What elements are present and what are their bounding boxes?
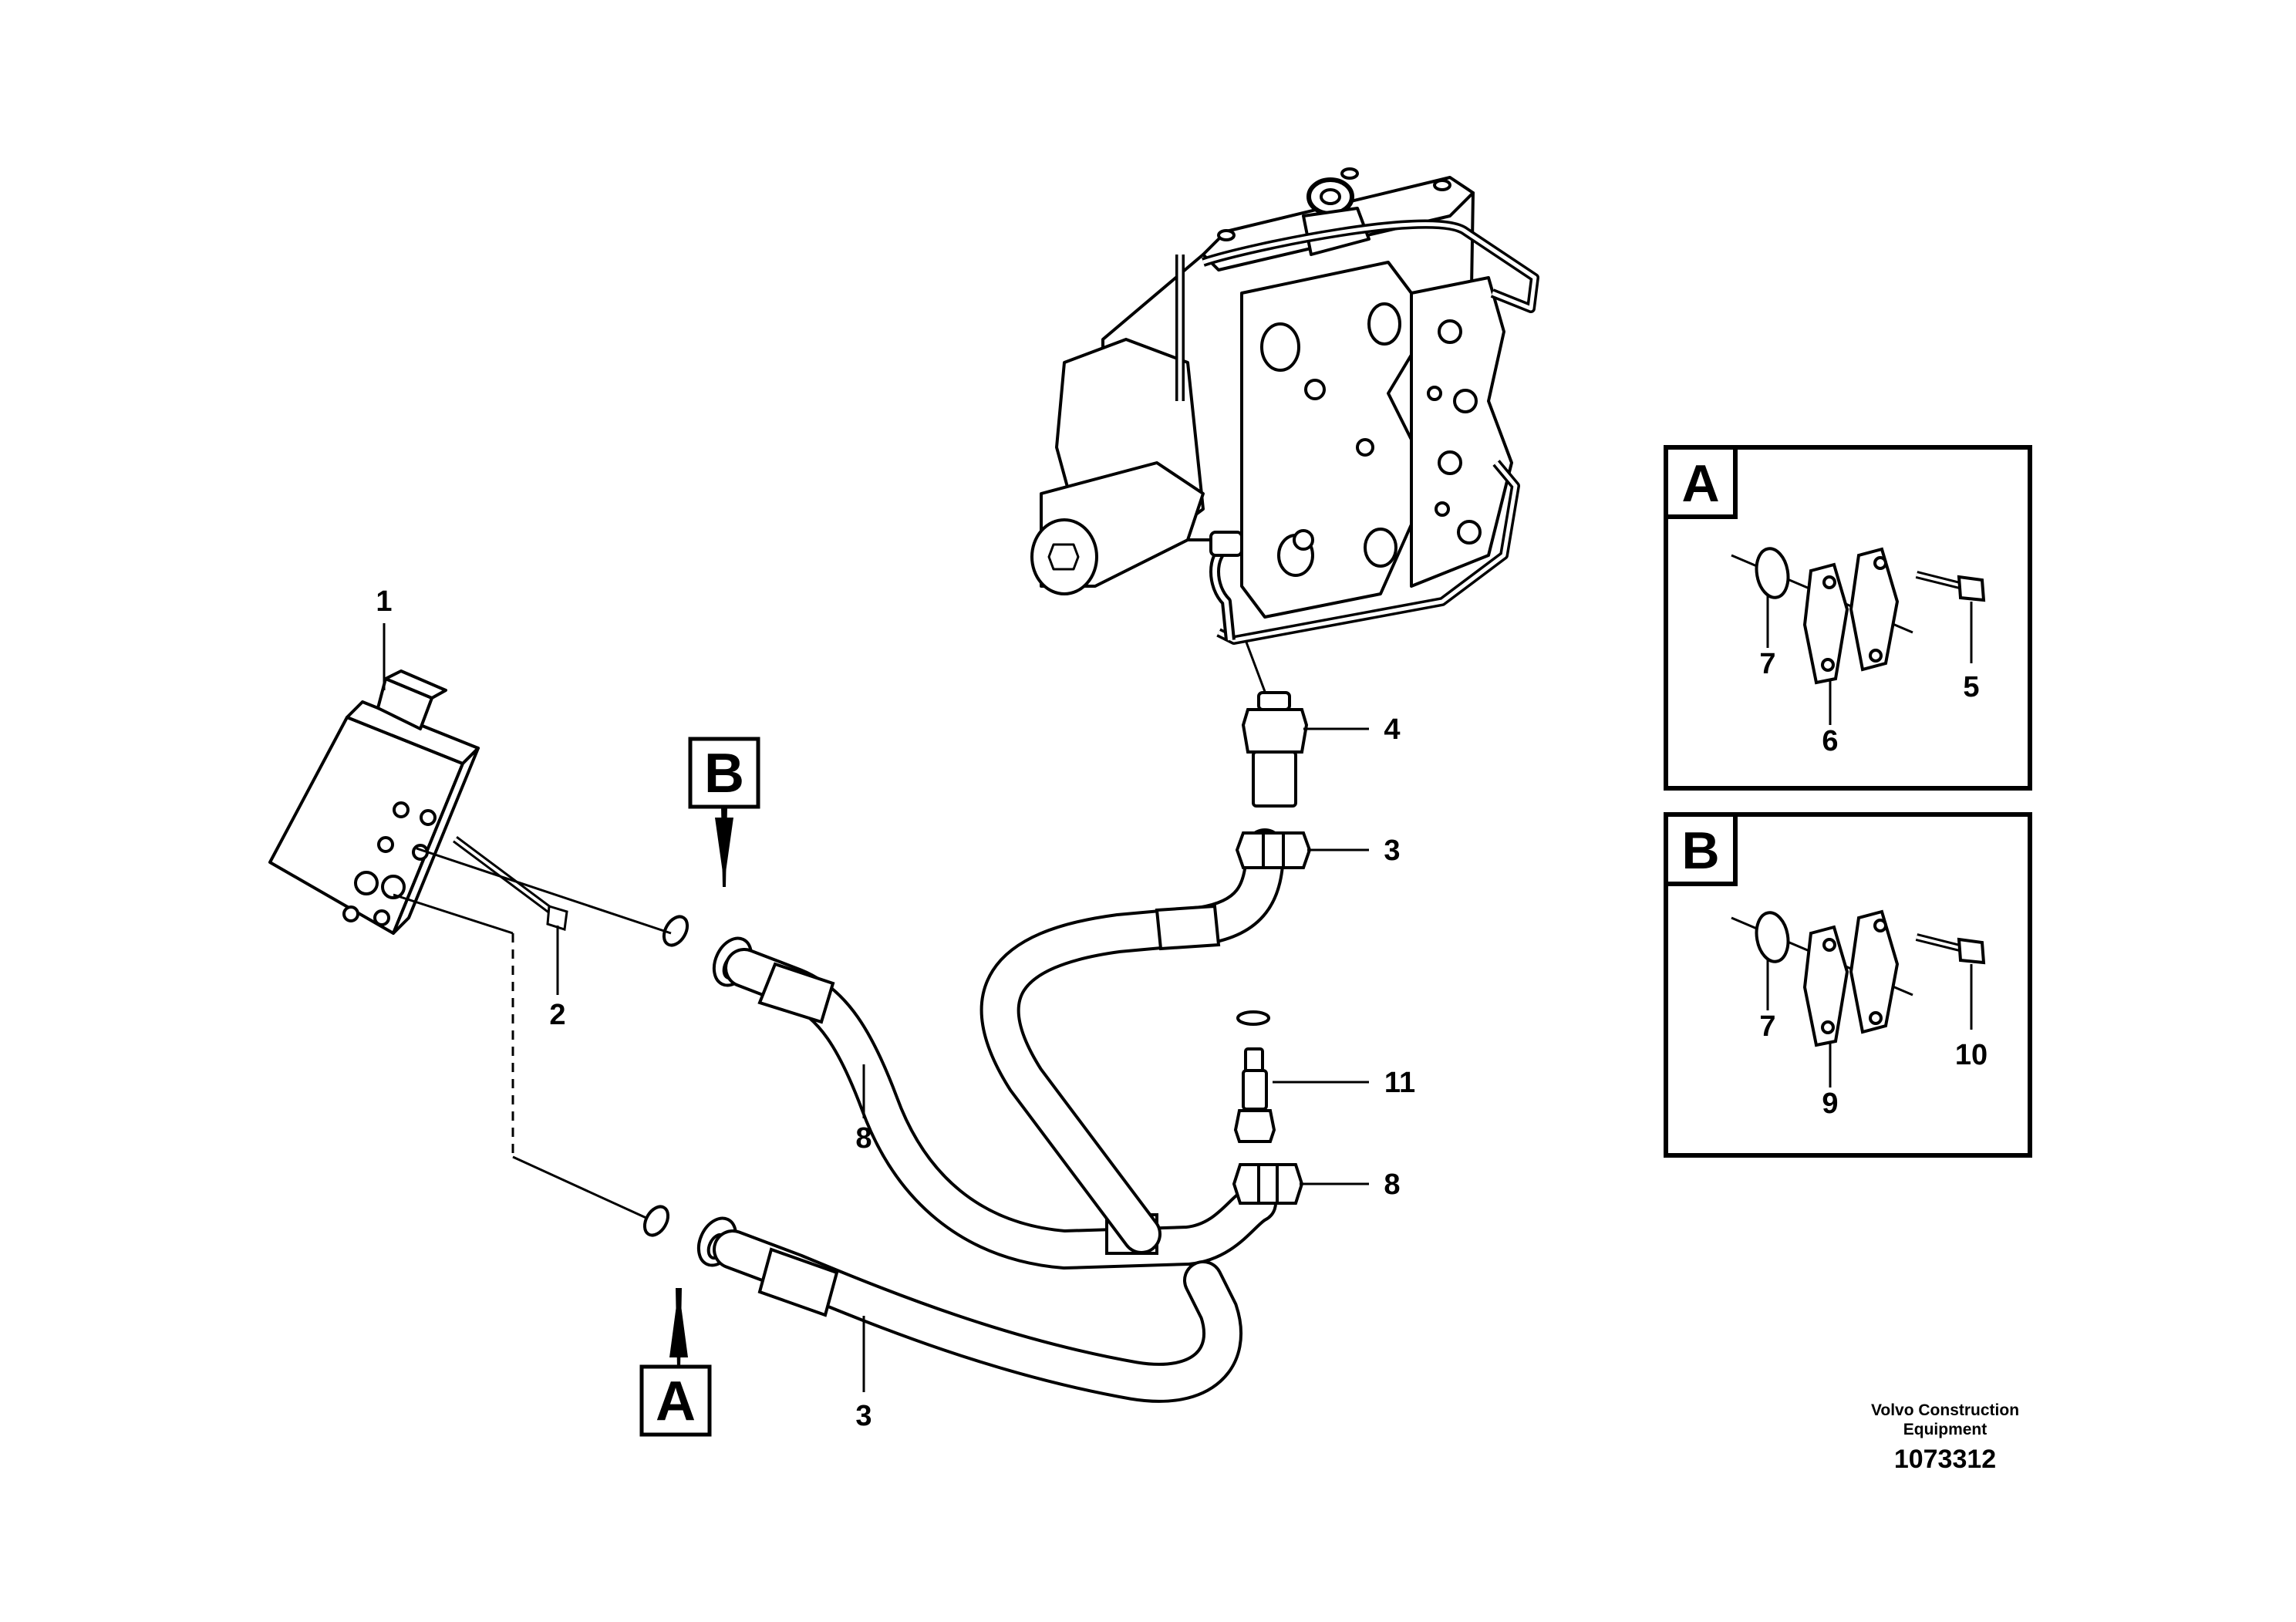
bolt-part-2: [453, 835, 568, 931]
view-marker-b-letter: B: [704, 743, 744, 804]
hose-3-sleeve: [757, 1247, 839, 1317]
view-marker-a: A: [639, 1364, 712, 1437]
detail-a-label-6: 6: [1822, 725, 1838, 757]
solenoid-valve-block: [268, 669, 480, 935]
detail-b-label-9: 9: [1822, 1088, 1838, 1120]
nut-part-3: [1235, 831, 1312, 869]
callout-4: 4: [1384, 713, 1400, 746]
hose-part-3-upper: [979, 828, 1285, 1254]
hose-part-8: [724, 948, 1277, 1270]
nut-part-8: [1232, 1163, 1304, 1205]
detail-a-leaders: [1766, 595, 1973, 725]
hose-part-3-lower: [713, 1229, 1242, 1403]
leader-lines: [383, 623, 1369, 1392]
adapter-part-4: [1241, 691, 1309, 808]
view-arrow-b: [715, 806, 733, 887]
detail-a-letter: A: [1681, 454, 1719, 513]
detail-b-label-10: 10: [1955, 1039, 1988, 1071]
detail-a-parts: [1731, 547, 1986, 685]
control-valve-assembly: [1030, 167, 1539, 645]
view-marker-a-letter: A: [656, 1371, 696, 1432]
footer-company-line1: Volvo Construction: [1871, 1401, 2019, 1419]
callout-11: 11: [1384, 1067, 1415, 1099]
callout-2: 2: [549, 999, 565, 1031]
detail-a-box: A 7 6 5: [1664, 445, 2032, 791]
detail-b-leaders: [1766, 959, 1973, 1088]
callout-8-hose: 8: [855, 1122, 872, 1155]
callout-1: 1: [376, 585, 392, 618]
detail-a-label-7: 7: [1759, 648, 1775, 680]
callout-8-nut: 8: [1384, 1168, 1400, 1201]
detail-a-label-5: 5: [1963, 671, 1979, 703]
view-marker-b: B: [688, 737, 760, 809]
view-arrow-a: [669, 1288, 688, 1369]
adapter-part-11: [1233, 1047, 1276, 1143]
footer-part-number: 1073312: [1894, 1445, 1996, 1474]
detail-b-letter: B: [1681, 821, 1719, 880]
detail-b-label-7: 7: [1759, 1010, 1775, 1043]
hose-3-upper-sleeve: [1155, 904, 1221, 951]
callout-3-lower: 3: [855, 1400, 872, 1432]
callout-3-upper: 3: [1384, 835, 1400, 867]
footer-company-line2: Equipment: [1903, 1421, 1988, 1438]
footer: Volvo Construction Equipment 1073312: [1871, 1401, 2019, 1474]
detail-b-box: B 7 9 10: [1664, 812, 2032, 1158]
callout-numbers: 1 2 4 3 11 8 8 3: [376, 585, 1415, 1432]
detail-b-parts: [1731, 909, 1986, 1047]
